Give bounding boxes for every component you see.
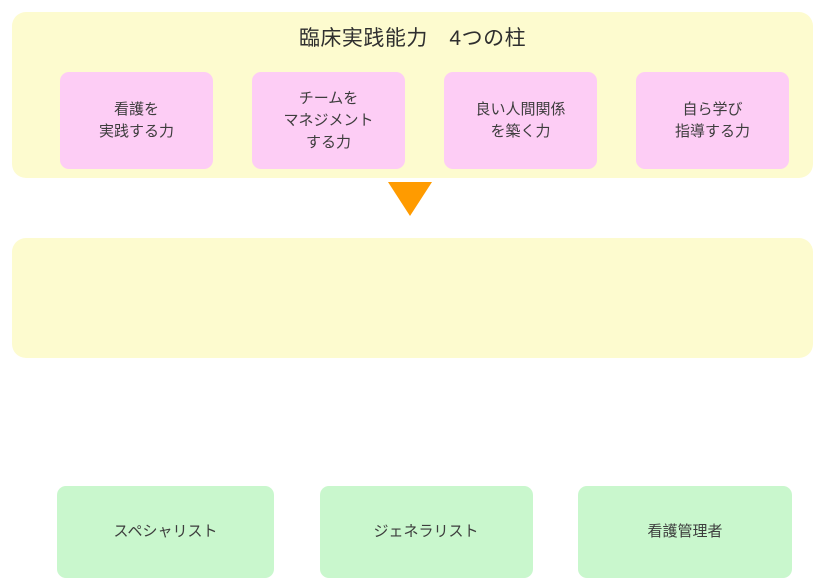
pillar-card-1: 看護を 実践する力 [60,72,213,169]
pillar-card-2: チームを マネジメント する力 [252,72,405,169]
role-card-2: ジェネラリスト [319,486,533,578]
pillar-card-3: 良い人間関係 を築く力 [444,72,597,169]
page-title: 臨床実践能力 4つの柱 [298,27,527,50]
role-card-row: スペシャリスト ジェネラリスト 看護管理者 [57,486,792,578]
roles-panel: スペシャリスト ジェネラリスト 看護管理者 [12,238,813,578]
role-card-1: スペシャリスト [57,486,274,578]
triangle-down-icon [388,182,432,216]
pillar-card-row: 看護を 実践する力 チームを マネジメント する力 良い人間関係 を築く力 自ら… [60,72,789,169]
pillars-panel: 臨床実践能力 4つの柱 看護を 実践する力 チームを マネジメント する力 良い… [12,12,813,178]
pillar-card-4: 自ら学び 指導する力 [636,72,789,169]
role-card-3: 看護管理者 [578,486,792,578]
clinical-competency-diagram: 臨床実践能力 4つの柱 看護を 実践する力 チームを マネジメント する力 良い… [12,12,813,578]
